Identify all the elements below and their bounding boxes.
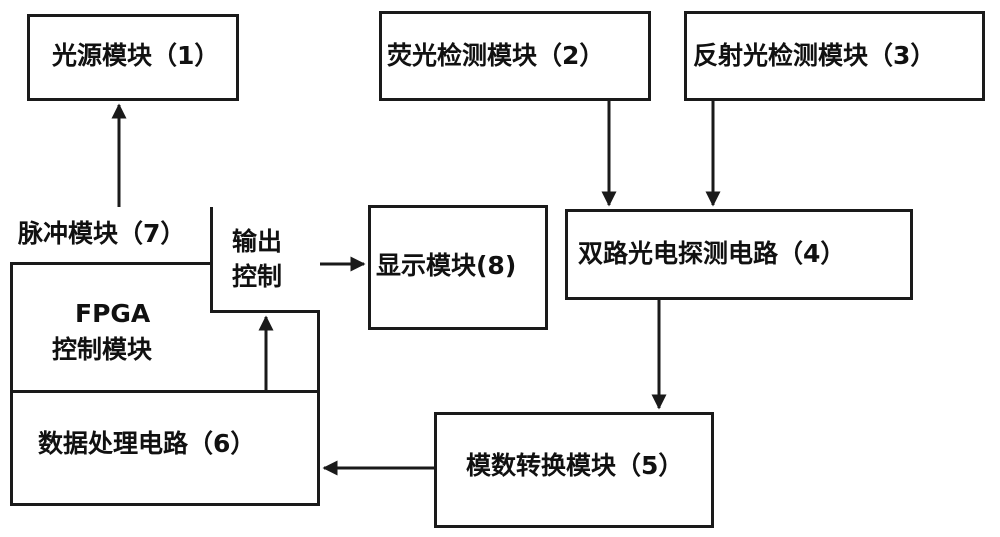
output-control-label: 输出 控制 xyxy=(232,227,283,291)
pulse-module-label: 脉冲模块（7） xyxy=(18,219,186,248)
fpga-control-label: 控制模块 xyxy=(52,335,153,364)
reflect-detect-box xyxy=(684,11,985,101)
dual-photo-circuit-label: 双路光电探测电路（4） xyxy=(578,239,846,268)
light-source-box xyxy=(27,14,239,101)
light-source-label: 光源模块（1） xyxy=(52,41,220,70)
dual-photo-circuit-box xyxy=(565,209,913,300)
reflect-detect-label: 反射光检测模块（3） xyxy=(693,41,936,70)
display-module-label: 显示模块(8) xyxy=(376,251,517,280)
fluorescence-detect-label: 荧光检测模块（2） xyxy=(387,41,605,70)
output-control-box xyxy=(210,207,320,313)
data-processing-divider xyxy=(10,390,320,393)
fpga-label: FPGA xyxy=(75,299,151,328)
data-processing-label: 数据处理电路（6） xyxy=(38,429,256,458)
adc-box xyxy=(434,412,714,528)
fluorescence-detect-box xyxy=(379,11,651,101)
pulse-divider xyxy=(10,207,213,265)
display-box xyxy=(368,205,548,330)
adc-module-label: 模数转换模块（5） xyxy=(466,451,684,480)
